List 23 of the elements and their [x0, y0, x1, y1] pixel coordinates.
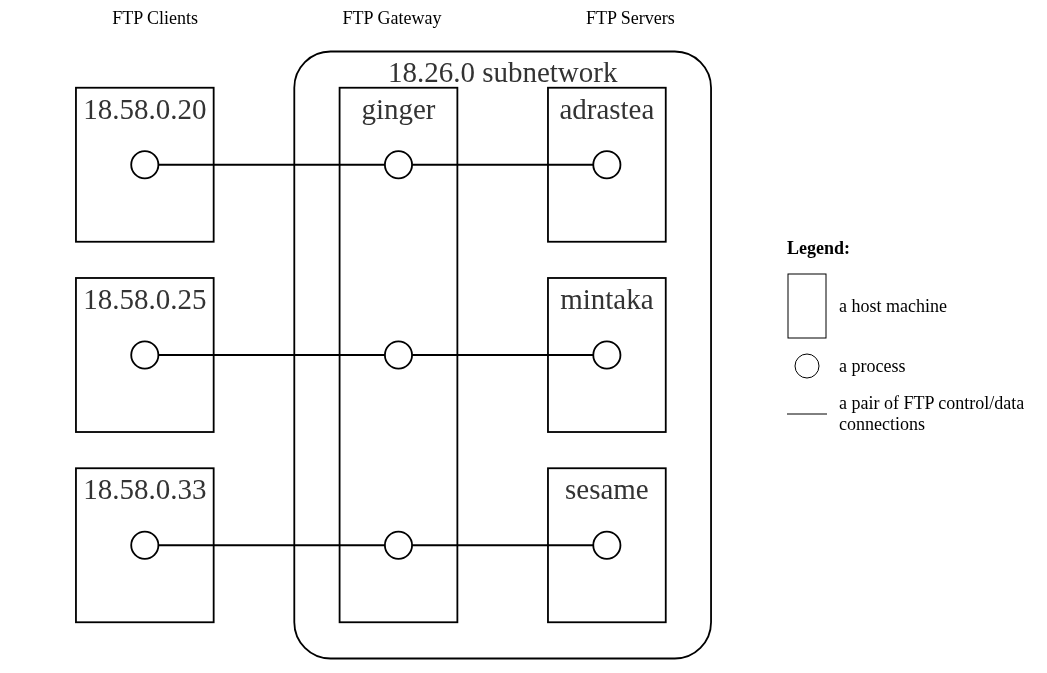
node-circle [130, 530, 160, 560]
cluster: adrastea [547, 86, 667, 243]
node-circle [384, 530, 413, 560]
legend-text: a process [839, 355, 906, 377]
legend-text: a host machine [839, 295, 947, 317]
cluster: sesame [547, 467, 667, 624]
node-circle [384, 340, 413, 370]
node-circle [384, 150, 413, 180]
node-circle [592, 150, 622, 180]
heading-label: FTP Gateway [342, 8, 442, 29]
legend-text: a pair of FTP control/data connections [839, 393, 1026, 435]
node-circle [130, 150, 160, 180]
heading-label: FTP Servers [585, 8, 675, 29]
cluster: 18.58.0.33 [75, 467, 215, 624]
legend-title: Legend: [787, 238, 851, 259]
cluster: 18.58.0.20 [75, 86, 215, 243]
cluster: 18.58.0.25 [75, 277, 215, 433]
heading-label: FTP Clients [112, 8, 199, 29]
node-circle [592, 530, 622, 560]
cluster: mintaka [547, 277, 667, 433]
cluster: ginger [338, 86, 459, 624]
node-circle [592, 340, 622, 370]
node-circle [130, 340, 160, 370]
